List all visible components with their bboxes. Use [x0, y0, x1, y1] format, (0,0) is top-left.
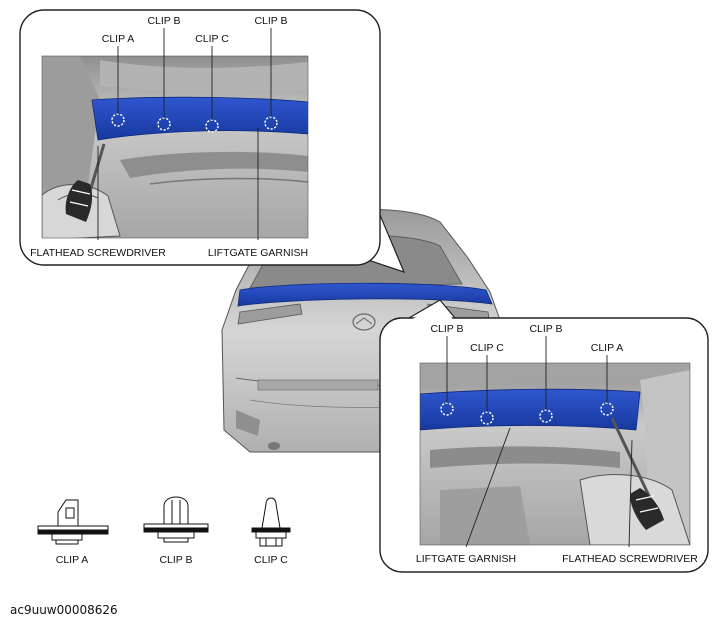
- clip-b-drawing: [143, 496, 209, 543]
- bottom-label-screwdriver: FLATHEAD SCREWDRIVER: [562, 553, 698, 565]
- top-liftgate-garnish: [91, 96, 308, 141]
- top-label-clip-c: CLIP C: [195, 33, 229, 45]
- legend-label-clip-a: CLIP A: [56, 554, 89, 566]
- top-label-clip-b-left: CLIP B: [147, 15, 180, 27]
- bottom-label-clip-b-right: CLIP B: [529, 323, 562, 335]
- top-label-screwdriver: FLATHEAD SCREWDRIVER: [30, 247, 166, 259]
- bottom-liftgate-garnish: [420, 388, 641, 431]
- top-callout: CLIP A CLIP B CLIP C CLIP B FLATHEAD SCR…: [19, 9, 406, 273]
- top-detail-photo: [42, 56, 308, 238]
- bottom-label-clip-b-left: CLIP B: [430, 323, 463, 335]
- clip-c-drawing: [251, 497, 291, 547]
- clip-legend: CLIP A CLIP B CLIP C: [37, 496, 291, 566]
- bottom-label-clip-c: CLIP C: [470, 342, 504, 354]
- top-label-clip-a: CLIP A: [102, 33, 135, 45]
- clip-a-drawing: [37, 499, 109, 545]
- legend-label-clip-b: CLIP B: [159, 554, 192, 566]
- bottom-callout: CLIP B CLIP C CLIP B CLIP A LIFTGATE GAR…: [379, 299, 709, 573]
- legend-label-clip-c: CLIP C: [254, 554, 288, 566]
- bottom-label-garnish: LIFTGATE GARNISH: [416, 553, 516, 565]
- figure-code: ac9uuw00008626: [10, 603, 118, 617]
- bottom-label-clip-a: CLIP A: [591, 342, 624, 354]
- car-liftgate-garnish: [237, 282, 493, 307]
- bottom-detail-photo: [420, 363, 690, 545]
- top-label-clip-b-right: CLIP B: [254, 15, 287, 27]
- top-label-garnish: LIFTGATE GARNISH: [208, 247, 308, 259]
